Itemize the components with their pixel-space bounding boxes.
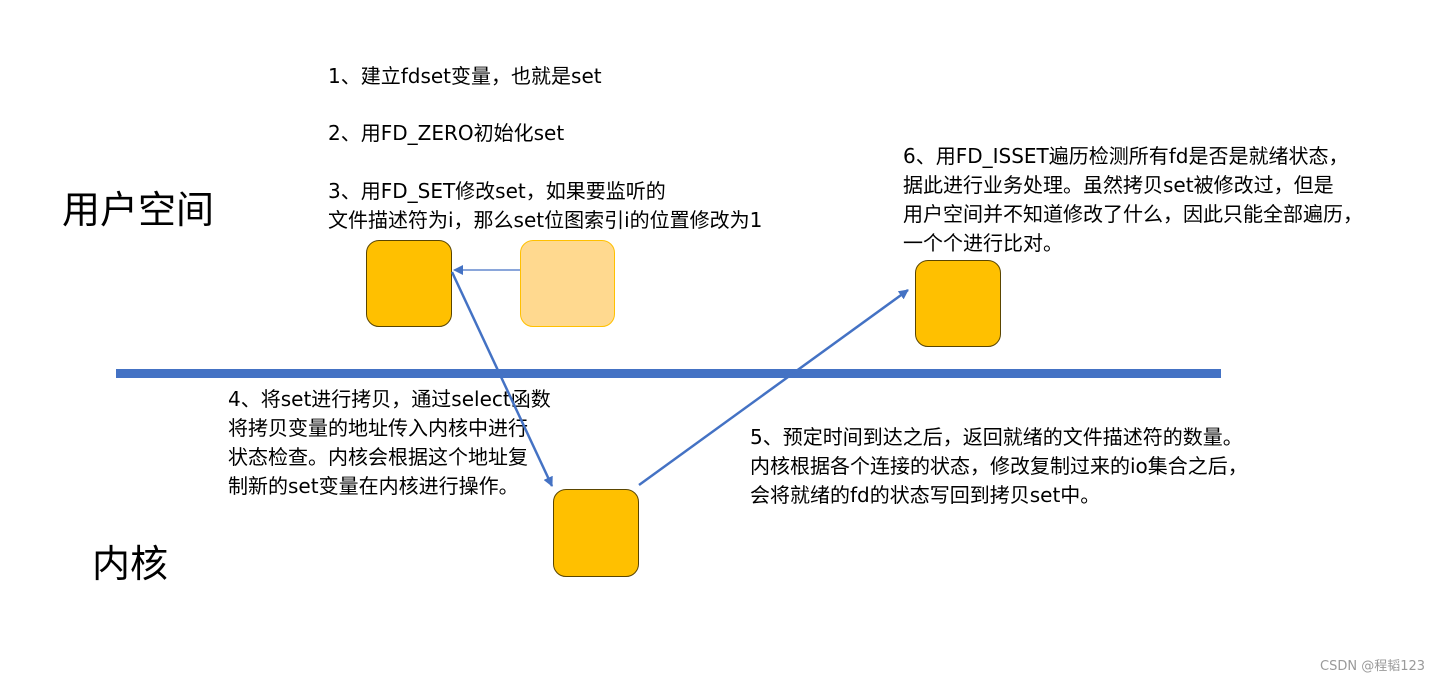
step4-text: 4、将set进行拷贝，通过select函数 将拷贝变量的地址传入内核中进行 状态… (228, 387, 551, 498)
step2-text: 2、用FD_ZERO初始化set (328, 121, 565, 145)
kernel-label: 内核 (92, 542, 169, 586)
step6-text: 6、用FD_ISSET遍历检测所有fd是否是就绪状态， 据此进行业务处理。虽然拷… (903, 144, 1363, 255)
arrow-kernel-to-result (638, 288, 909, 487)
watermark: CSDN @程韬123 (1320, 659, 1426, 674)
step3-text: 3、用FD_SET修改set，如果要监听的 文件描述符为i，那么set位图索引i… (328, 179, 763, 232)
fdset-box-user (366, 240, 452, 327)
arrow-user-set-to-kernel (450, 271, 554, 487)
fdset-kernel-box (553, 489, 639, 577)
user-kernel-divider (116, 369, 1221, 378)
step5-text: 5、预定时间到达之后，返回就绪的文件描述符的数量。 内核根据各个连接的状态，修改… (750, 425, 1248, 507)
step1-text: 1、建立fdset变量，也就是set (328, 64, 602, 88)
fdset-result-box (915, 260, 1001, 347)
fdset-source-box (520, 240, 615, 327)
user-space-label: 用户空间 (62, 188, 215, 232)
